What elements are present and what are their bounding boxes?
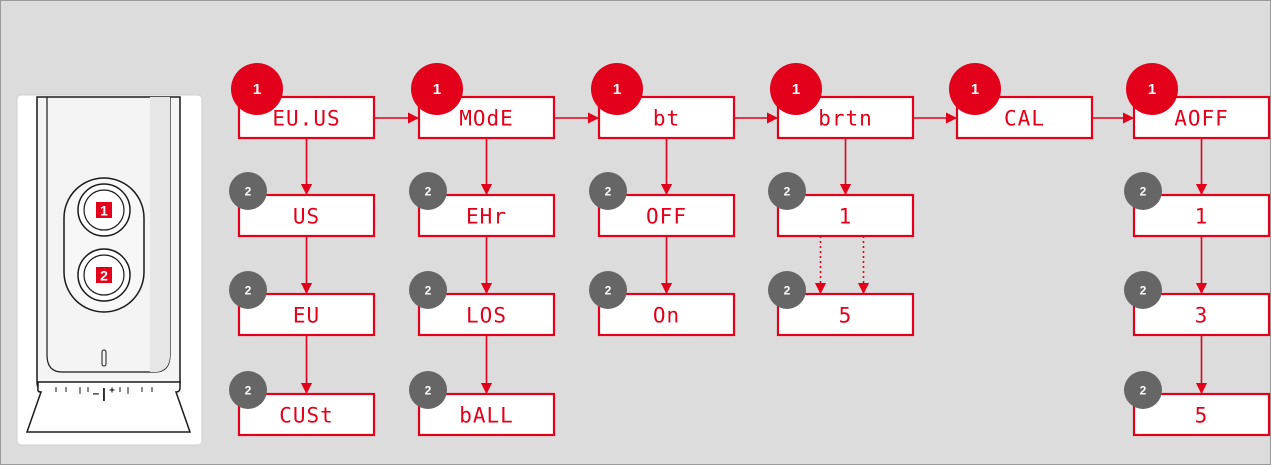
step-badge-2-col-1-row-0-number: 2 (425, 185, 432, 199)
option-box-1-1-label: LOS (466, 304, 507, 328)
step-badge-1-col-3-circle (770, 63, 822, 115)
step-badge-1-col-2: 1 (591, 63, 643, 115)
step-badge-2-col-2-row-1-circle (589, 271, 627, 309)
step-badge-1-col-0: 1 (231, 63, 283, 115)
step-badge-1-col-4-number: 1 (971, 81, 979, 98)
step-badge-2-col-0-row-2: 2 (229, 371, 267, 409)
step-badge-1-col-1-circle (411, 63, 463, 115)
option-box-0-2-label: CUSt (279, 404, 334, 428)
step-badge-2-col-5-row-0: 2 (1124, 172, 1162, 210)
menu-box-1-label: MOdE (459, 107, 514, 131)
option-box-0-1-label: EU (293, 304, 320, 328)
step-badge-2-col-0-row-0-circle (229, 172, 267, 210)
step-badge-2-col-0-row-0: 2 (229, 172, 267, 210)
step-badge-2-col-1-row-1-circle (409, 271, 447, 309)
option-box-0-0-label: US (293, 205, 320, 229)
menu-box-0-label: EU.US (272, 107, 340, 131)
button-2-label: 2 (100, 268, 108, 284)
step-badge-2-col-0-row-1-number: 2 (245, 284, 252, 298)
step-badge-2-col-0-row-1-circle (229, 271, 267, 309)
option-box-1-2-label: bALL (459, 404, 514, 428)
step-badge-2-col-3-row-0-number: 2 (784, 185, 791, 199)
dial-minus-label: – (93, 386, 100, 400)
step-badge-2-col-0-row-2-circle (229, 371, 267, 409)
dial-center-label: | (102, 385, 106, 401)
option-box-5-0-label: 1 (1195, 205, 1209, 229)
step-badge-2-col-5-row-2: 2 (1124, 371, 1162, 409)
option-box-1-0-label: EHr (466, 205, 507, 229)
step-badge-2-col-5-row-1-circle (1124, 271, 1162, 309)
option-box-2-1: On (597, 292, 736, 337)
step-badge-2-col-5-row-2-number: 2 (1140, 384, 1147, 398)
step-badge-2-col-1-row-1: 2 (409, 271, 447, 309)
step-badge-2-col-0-row-1: 2 (229, 271, 267, 309)
step-badge-2-col-3-row-0-circle (768, 172, 806, 210)
option-box-5-1: 3 (1132, 292, 1271, 337)
step-badge-2-col-1-row-0-circle (409, 172, 447, 210)
step-badge-2-col-3-row-1-circle (768, 271, 806, 309)
option-box-1-1: LOS (417, 292, 556, 337)
dial-ticks (55, 387, 153, 394)
step-badge-1-col-0-number: 1 (253, 81, 261, 98)
step-badge-2-col-2-row-0: 2 (589, 172, 627, 210)
option-box-5-0: 1 (1132, 193, 1271, 238)
step-badge-2-col-5-row-0-circle (1124, 172, 1162, 210)
device-illustration: 1 2 – | + (16, 94, 203, 446)
step-badge-2-col-1-row-1-number: 2 (425, 284, 432, 298)
option-box-2-1-label: On (653, 304, 680, 328)
step-badge-2-col-5-row-0-number: 2 (1140, 185, 1147, 199)
option-box-3-1-label: 5 (839, 304, 853, 328)
device-inner-outline (46, 97, 171, 373)
option-box-3-0-label: 1 (839, 205, 853, 229)
step-badge-2-col-1-row-2: 2 (409, 371, 447, 409)
status-led-icon (101, 349, 107, 367)
menu-flow: EU.US1US2EU2CUSt2MOdE1EHr2LOS2bALL2bt1OF… (229, 63, 1271, 437)
step-badge-1-col-4: 1 (949, 63, 1001, 115)
step-badge-1-col-5: 1 (1126, 63, 1178, 115)
step-badge-1-col-1: 1 (411, 63, 463, 115)
step-badge-2-col-2-row-0-circle (589, 172, 627, 210)
option-box-5-1-label: 3 (1195, 304, 1209, 328)
step-badge-2-col-2-row-1: 2 (589, 271, 627, 309)
button-1-label: 1 (100, 203, 108, 219)
step-badge-2-col-5-row-1: 2 (1124, 271, 1162, 309)
step-badge-2-col-1-row-2-circle (409, 371, 447, 409)
step-badge-1-col-5-number: 1 (1148, 81, 1156, 98)
button-1-label-box (96, 202, 112, 218)
step-badge-2-col-2-row-1-number: 2 (605, 284, 612, 298)
step-badge-2-col-3-row-1: 2 (768, 271, 806, 309)
device-right-shade (150, 97, 170, 372)
step-badge-2-col-0-row-0-number: 2 (245, 185, 252, 199)
step-badge-1-col-5-circle (1126, 63, 1178, 115)
step-badge-2-col-0-row-2-number: 2 (245, 384, 252, 398)
step-badge-2-col-2-row-0-number: 2 (605, 185, 612, 199)
menu-box-4-label: CAL (1004, 107, 1045, 131)
step-badge-1-col-2-number: 1 (613, 81, 621, 98)
menu-box-3-label: brtn (818, 107, 873, 131)
step-badge-1-col-3: 1 (770, 63, 822, 115)
step-badge-2-col-5-row-2-circle (1124, 371, 1162, 409)
step-badge-2-col-1-row-0: 2 (409, 172, 447, 210)
option-box-0-1: EU (237, 292, 376, 337)
step-badge-2-col-5-row-1-number: 2 (1140, 284, 1147, 298)
option-box-5-2-label: 5 (1195, 404, 1209, 428)
menu-box-5-label: AOFF (1174, 107, 1229, 131)
dial-base (25, 381, 192, 433)
step-badge-1-col-0-circle (231, 63, 283, 115)
step-badge-2-col-3-row-0: 2 (768, 172, 806, 210)
step-badge-1-col-2-circle (591, 63, 643, 115)
menu-box-2-label: bt (653, 107, 680, 131)
step-badge-2-col-3-row-1-number: 2 (784, 284, 791, 298)
step-badge-1-col-1-number: 1 (433, 81, 441, 98)
option-box-1-2: bALL (417, 392, 556, 437)
step-badge-2-col-1-row-2-number: 2 (425, 384, 432, 398)
step-badge-1-col-3-number: 1 (792, 81, 800, 98)
step-badge-1-col-4-circle (949, 63, 1001, 115)
button-2-label-box (96, 267, 112, 283)
dial-plus-label: + (109, 386, 115, 397)
option-box-2-0-label: OFF (646, 205, 687, 229)
